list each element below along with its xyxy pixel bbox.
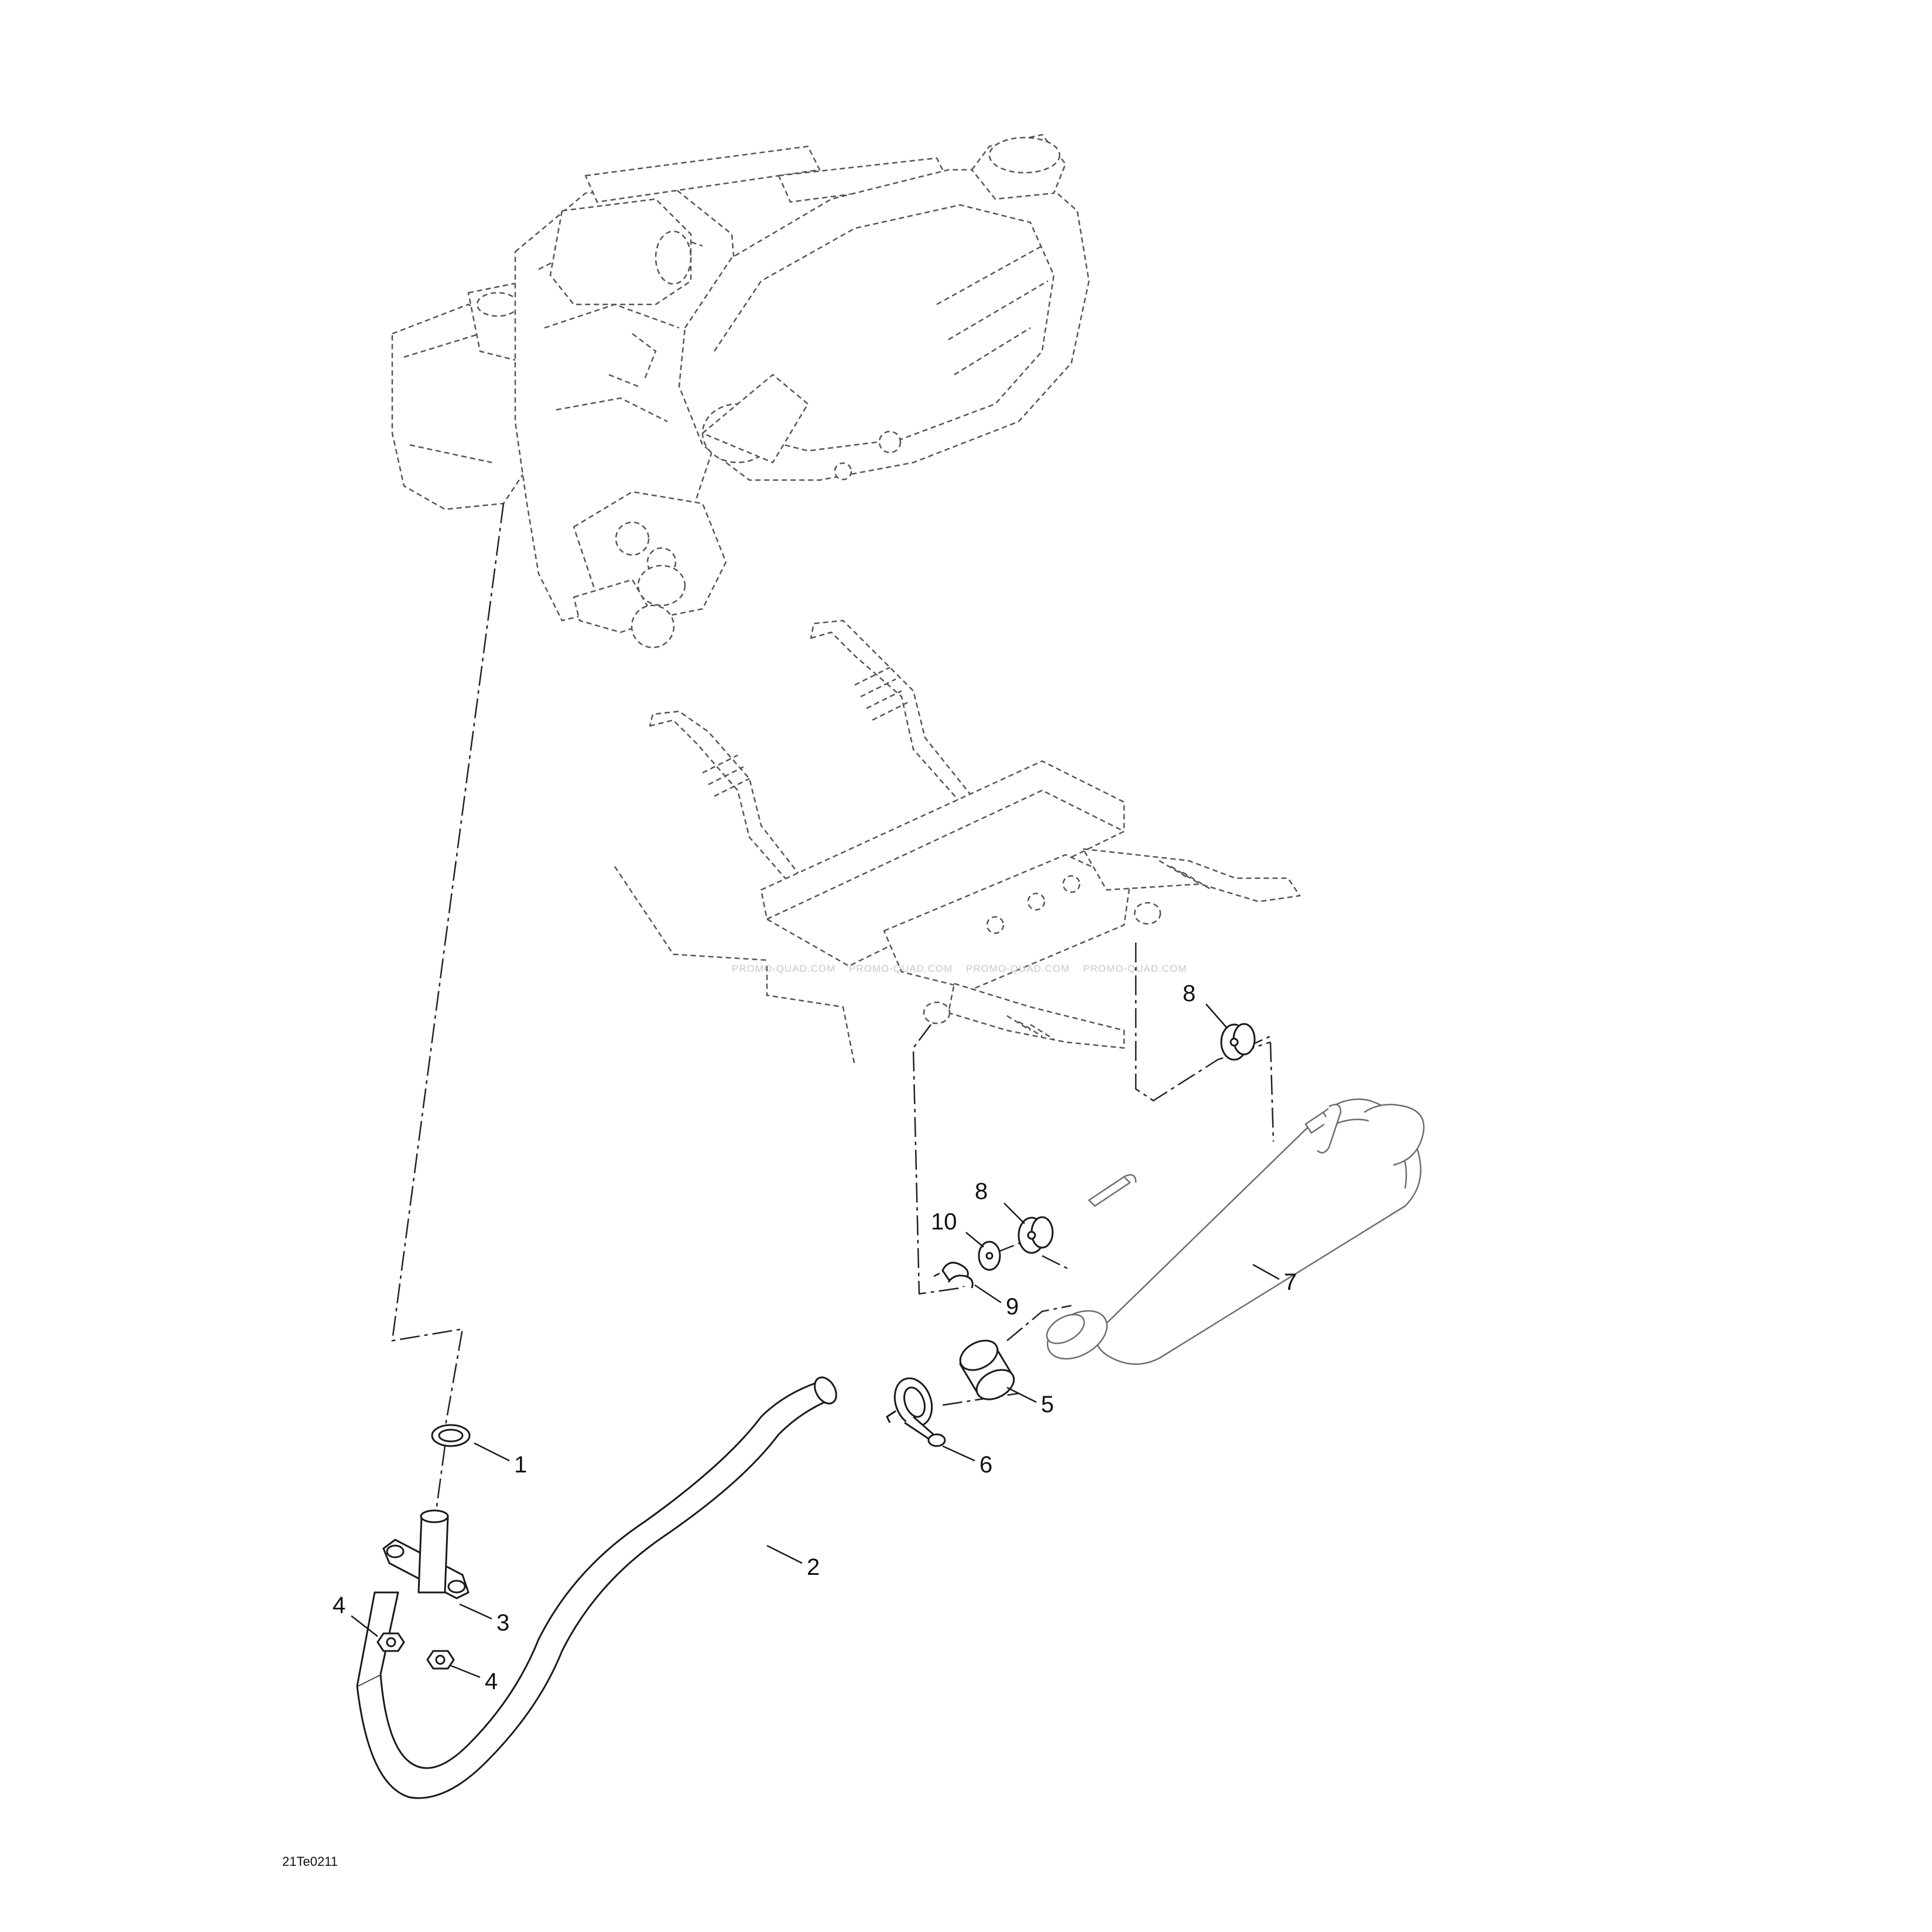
exhaust-flange xyxy=(382,1509,470,1599)
watermark-strip: PROMO-QUAD.COM PROMO-QUAD.COM PROMO-QUAD… xyxy=(732,963,1187,974)
callout-8: 8 xyxy=(1183,981,1195,1006)
callout-5: 5 xyxy=(1041,1392,1054,1417)
callout-leaders xyxy=(351,1003,1280,1678)
flange-nut xyxy=(376,1632,455,1670)
flat-washer xyxy=(978,1241,1001,1271)
exhaust-clamp xyxy=(886,1377,946,1447)
frame-section xyxy=(614,619,1301,1066)
pipe-sleeve xyxy=(959,1340,1015,1400)
callout-1: 1 xyxy=(514,1452,527,1478)
callout-10: 10 xyxy=(931,1209,957,1235)
hair-pin xyxy=(933,1262,974,1289)
callout-8: 8 xyxy=(975,1179,988,1204)
engine-assembly xyxy=(391,133,1090,649)
callout-4: 4 xyxy=(485,1669,498,1694)
callout-labels: 1 2 3 4 4 5 6 7 8 8 9 10 xyxy=(333,981,1297,1694)
callout-3: 3 xyxy=(496,1610,509,1636)
callout-4: 4 xyxy=(333,1592,345,1618)
watermark-text: PROMO-QUAD.COM xyxy=(1083,963,1187,974)
figure-id-label: 21Te0211 xyxy=(282,1854,338,1869)
muffler xyxy=(1046,1098,1425,1365)
callout-6: 6 xyxy=(979,1452,992,1478)
gasket-ring xyxy=(431,1424,471,1447)
callout-2: 2 xyxy=(807,1554,820,1580)
callout-7: 7 xyxy=(1284,1269,1297,1295)
rubber-grommet xyxy=(1220,1023,1256,1061)
exhaust-pipe xyxy=(356,1376,837,1799)
rubber-grommet xyxy=(1018,1216,1054,1254)
watermark-text: PROMO-QUAD.COM xyxy=(849,963,953,974)
watermark-text: PROMO-QUAD.COM xyxy=(732,963,835,974)
callout-9: 9 xyxy=(1006,1294,1019,1320)
watermark-text: PROMO-QUAD.COM xyxy=(966,963,1070,974)
